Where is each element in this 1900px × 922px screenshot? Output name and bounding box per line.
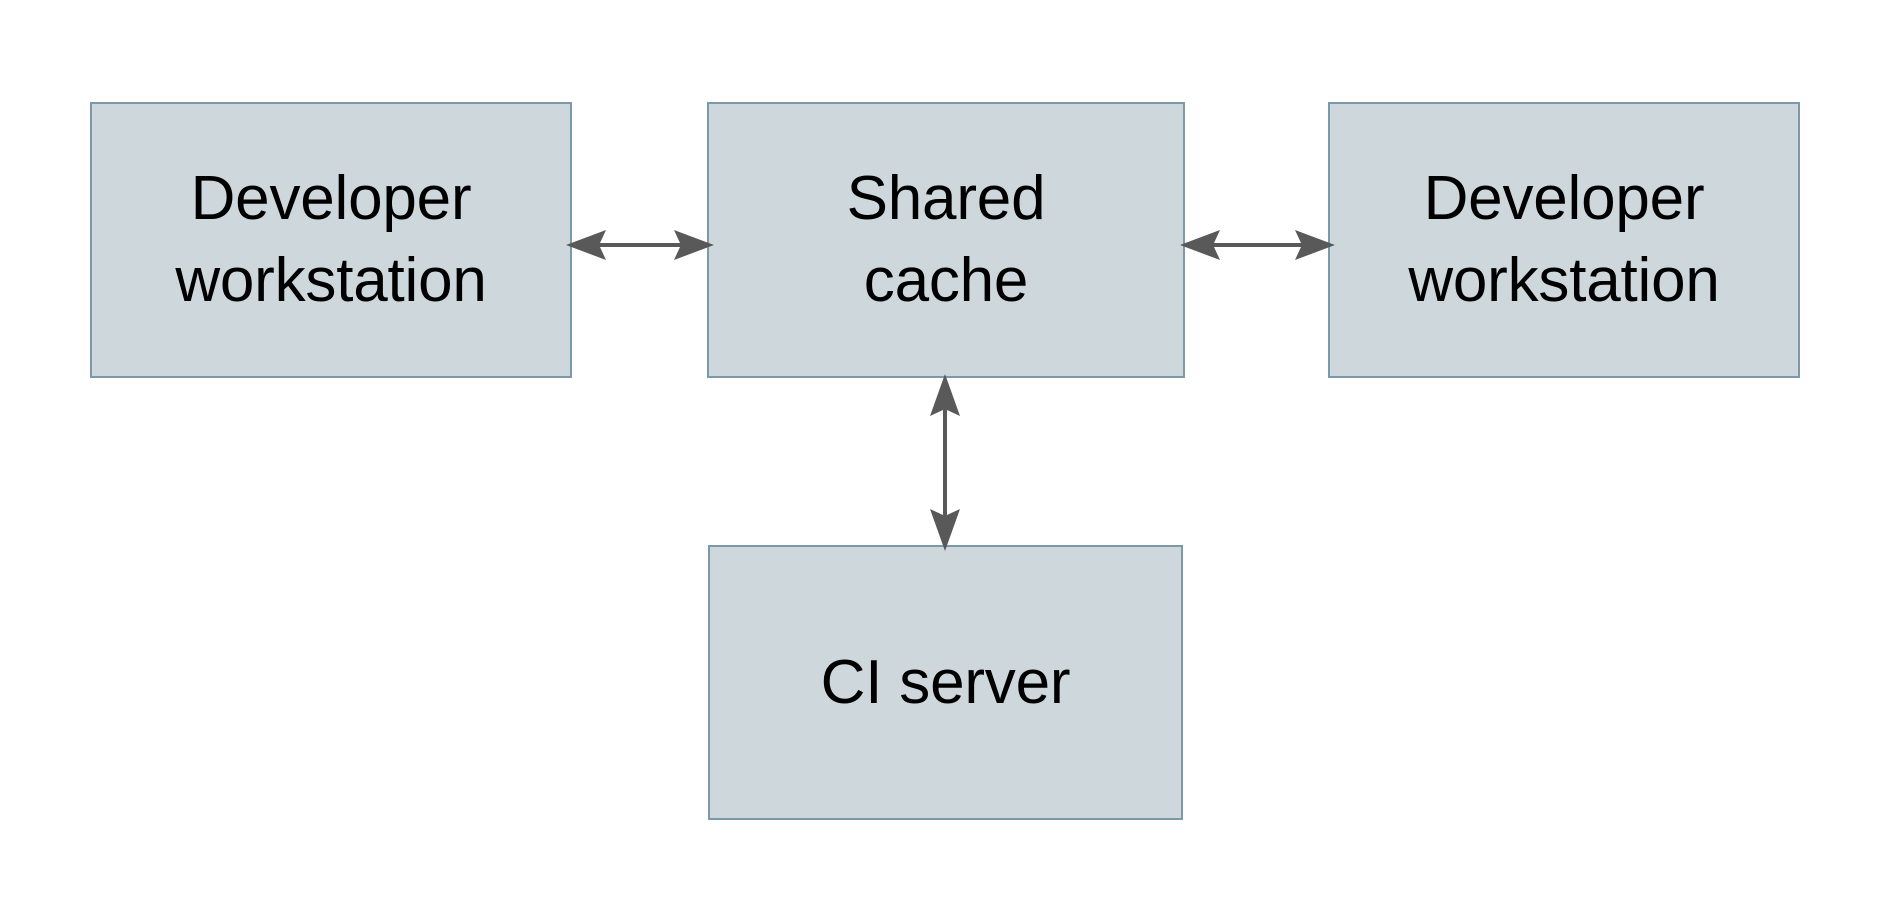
double-headed-arrow-horizontal-icon (1180, 230, 1335, 260)
node-label: Developer workstation (175, 164, 487, 315)
node-shared-cache[interactable]: Shared cache (707, 102, 1185, 378)
double-headed-arrow-vertical-icon (930, 374, 960, 551)
node-label: CI server (820, 647, 1071, 717)
edge-shared-cache-to-developer-workstation-right (1180, 213, 1335, 277)
edge-developer-workstation-left-to-shared-cache (566, 213, 714, 277)
node-label: Shared cache (846, 164, 1046, 315)
double-headed-arrow-horizontal-icon (566, 230, 714, 260)
edge-shared-cache-to-ci-server (913, 374, 977, 551)
node-ci-server[interactable]: CI server (708, 545, 1183, 820)
node-developer-workstation-right[interactable]: Developer workstation (1328, 102, 1800, 378)
node-label: Developer workstation (1408, 164, 1720, 315)
node-developer-workstation-left[interactable]: Developer workstation (90, 102, 572, 378)
